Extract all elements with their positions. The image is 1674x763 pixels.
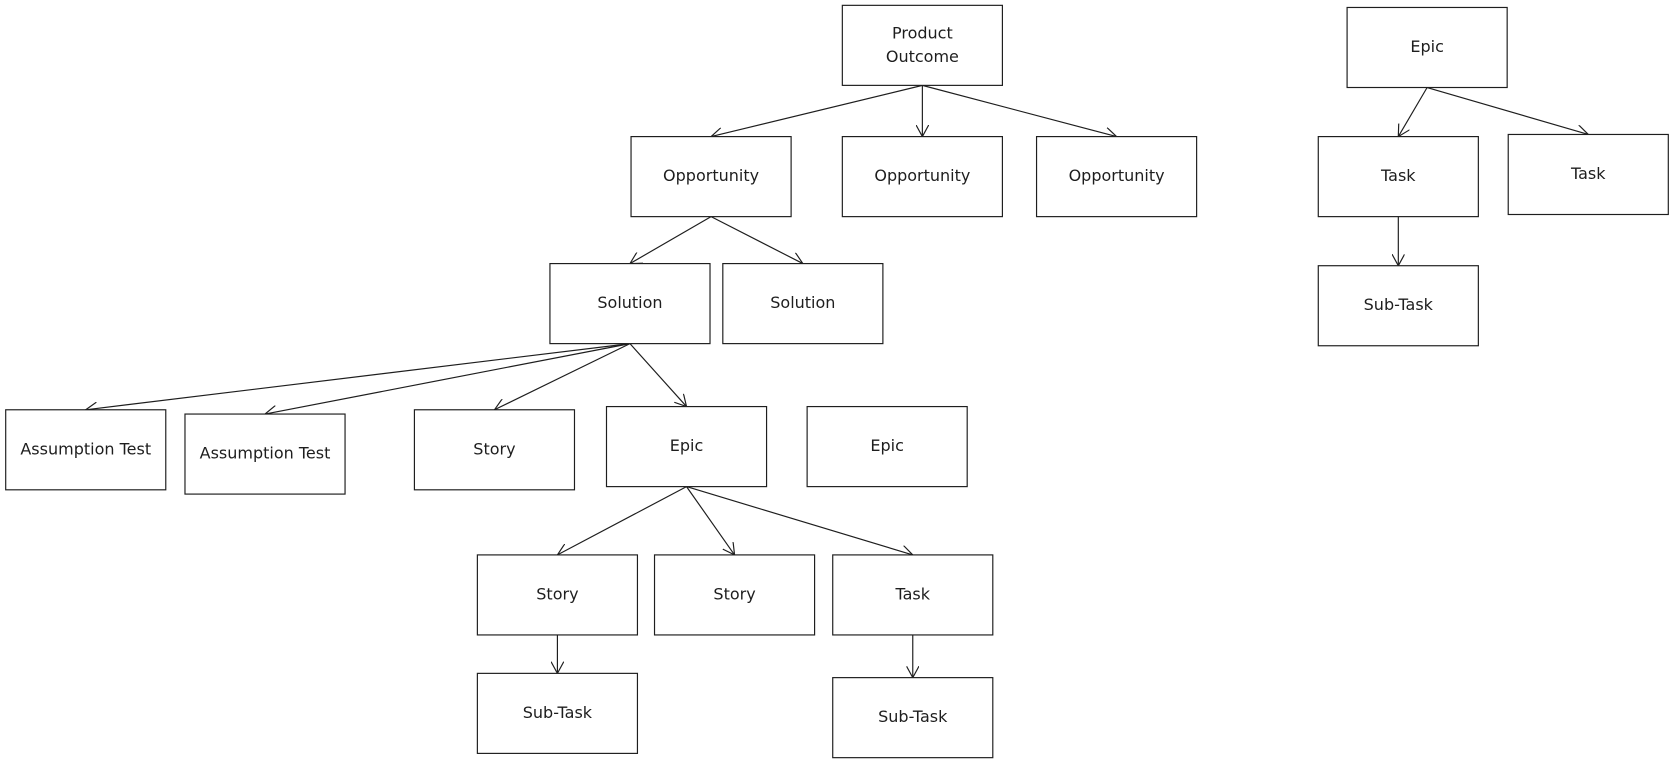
node-task2[interactable]: Task: [1317, 136, 1479, 218]
node-label: Opportunity: [1069, 166, 1165, 185]
arrow-outcome-to-opp1[interactable]: [711, 84, 923, 136]
node-sub3[interactable]: Sub-Task: [1317, 265, 1479, 347]
node-sol1[interactable]: Solution: [549, 262, 711, 345]
node-label: Epic: [670, 436, 704, 455]
node-label: Opportunity: [874, 166, 970, 185]
node-label: Task: [1380, 166, 1416, 185]
node-task3[interactable]: Task: [1507, 133, 1669, 216]
node-box: [476, 554, 639, 636]
node-box: [605, 405, 768, 488]
node-story1[interactable]: Story: [413, 409, 576, 491]
arrow-epic3-to-task2[interactable]: [1398, 86, 1428, 137]
node-task1[interactable]: Task: [832, 554, 994, 636]
node-box: [1035, 136, 1198, 218]
arrow-sol1-to-epic1[interactable]: [629, 343, 687, 407]
node-box: [841, 4, 1003, 86]
node-story2[interactable]: Story: [476, 554, 639, 636]
node-label: Story: [536, 584, 578, 603]
node-box: [1317, 265, 1479, 347]
node-label: Assumption Test: [20, 439, 151, 458]
node-label: Sub-Task: [523, 703, 593, 722]
arrow-opp1-to-sol1[interactable]: [630, 216, 712, 264]
arrow-epic1-to-story2[interactable]: [557, 486, 688, 555]
node-opp2[interactable]: Opportunity: [841, 136, 1003, 218]
node-box: [476, 672, 639, 754]
node-box: [549, 262, 711, 345]
node-opp3[interactable]: Opportunity: [1035, 136, 1198, 218]
node-label: Solution: [597, 293, 662, 312]
arrow-sol1-to-at1[interactable]: [86, 343, 631, 410]
node-at2[interactable]: Assumption Test: [184, 413, 346, 495]
arrow-epic1-to-story3[interactable]: [685, 486, 735, 555]
arrow-sol1-to-story1[interactable]: [494, 343, 631, 410]
arrow-opp1-to-sol2[interactable]: [710, 216, 803, 264]
node-label: Sub-Task: [878, 707, 948, 726]
node-epic3[interactable]: Epic: [1346, 6, 1508, 89]
node-label: Story: [713, 584, 755, 603]
node-box: [5, 409, 167, 491]
node-label: Task: [1570, 164, 1606, 183]
node-label: Task: [895, 584, 931, 603]
edges-layer: [86, 84, 1589, 677]
node-box: [841, 136, 1003, 218]
node-box: [184, 413, 346, 495]
node-label: Assumption Test: [200, 444, 331, 463]
node-label: Epic: [1410, 37, 1444, 56]
node-box: [1507, 133, 1669, 216]
node-box: [832, 677, 994, 759]
node-box: [1346, 6, 1508, 89]
node-label: Story: [473, 439, 515, 458]
arrow-epic3-to-task3[interactable]: [1426, 86, 1588, 135]
node-at1[interactable]: Assumption Test: [5, 409, 167, 491]
node-story3[interactable]: Story: [653, 554, 816, 636]
arrow-sol1-to-at2[interactable]: [265, 343, 631, 414]
node-opp1[interactable]: Opportunity: [630, 136, 792, 218]
node-box: [832, 554, 994, 636]
arrow-outcome-to-opp3[interactable]: [921, 84, 1116, 136]
node-box: [806, 405, 968, 488]
node-box: [630, 136, 792, 218]
arrow-epic1-to-task1[interactable]: [685, 486, 913, 555]
node-epic2[interactable]: Epic: [806, 405, 968, 488]
node-sub1[interactable]: Sub-Task: [476, 672, 639, 754]
node-box: [653, 554, 816, 636]
node-label: Epic: [870, 436, 904, 455]
node-epic1[interactable]: Epic: [605, 405, 768, 488]
node-box: [413, 409, 576, 491]
node-label: Solution: [770, 293, 835, 312]
node-label: Opportunity: [663, 166, 759, 185]
node-box: [722, 262, 884, 345]
node-sub2[interactable]: Sub-Task: [832, 677, 994, 759]
node-sol2[interactable]: Solution: [722, 262, 884, 345]
node-label: Sub-Task: [1364, 295, 1434, 314]
node-box: [1317, 136, 1479, 218]
